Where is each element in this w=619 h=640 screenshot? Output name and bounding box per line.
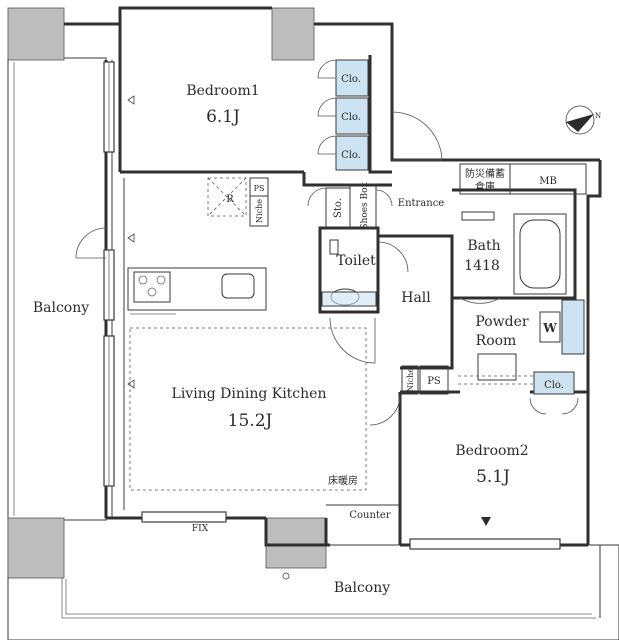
kitchen	[127, 267, 267, 315]
toilet-label: Toilet	[336, 253, 376, 269]
floor-heating-area	[129, 327, 367, 491]
mb-label: MB	[539, 176, 557, 187]
powder-label-line2: Room	[476, 333, 517, 349]
balcony-bottom	[7, 520, 619, 640]
closet-label-1: Clo.	[341, 74, 361, 85]
bathtub	[461, 211, 567, 295]
niche-box-2	[401, 365, 419, 395]
niche-label-2: Niche	[406, 368, 415, 392]
ldk-size: 15.2J	[228, 411, 273, 431]
storage-label: Sto.	[333, 198, 344, 218]
r-duct-box	[207, 177, 247, 217]
compass-icon	[565, 105, 595, 135]
ps-label-1: PS	[254, 184, 265, 193]
shoes-box	[349, 183, 377, 229]
powder-fixtures	[458, 299, 585, 395]
balcony-door-left[interactable]	[75, 227, 107, 259]
mb-box	[509, 163, 587, 195]
ps-box-2	[419, 365, 449, 395]
r-mark-label: R	[226, 194, 234, 205]
ldk-name: Living Dining Kitchen	[172, 386, 327, 402]
ps-label-2: PS	[427, 376, 441, 387]
bath-size-label: 1418	[464, 258, 500, 274]
counter-label: Counter	[349, 510, 390, 521]
balcony-left	[7, 57, 107, 521]
toilet-fixture	[321, 239, 377, 307]
fix-label: FIX	[192, 524, 209, 534]
bousai-label-line1: 防災備蓄	[465, 167, 505, 180]
bath-label: Bath	[467, 238, 500, 254]
floor-heating-label: 床暖房	[328, 474, 358, 487]
bedroom1-size: 6.1J	[206, 107, 240, 127]
pillar-bottom-mid	[265, 517, 327, 569]
hall-door[interactable]	[377, 241, 409, 273]
pillar-top-left	[7, 7, 65, 61]
balcony-left-label: Balcony	[33, 300, 89, 316]
interior-walls	[112, 24, 588, 545]
bedroom2-size: 5.1J	[476, 467, 510, 487]
hall-label: Hall	[401, 290, 431, 306]
entrance-door[interactable]	[391, 111, 443, 161]
pillar-top-right	[271, 7, 315, 61]
pillar-bottom-left	[7, 517, 65, 579]
compass-n-label: N	[595, 112, 601, 120]
shoes-box-label: Shoes Box	[360, 182, 370, 229]
powder-label-line1: Powder	[475, 314, 529, 330]
closet-label-3: Clo.	[341, 150, 361, 161]
closet-label-2: Clo.	[341, 112, 361, 123]
bedroom2-entry-marker	[481, 517, 491, 526]
niche-label-1: Niche	[255, 199, 264, 223]
balcony-bottom-label: Balcony	[334, 580, 390, 596]
bedroom2-name: Bedroom2	[455, 443, 528, 459]
ldk-door[interactable]	[329, 317, 376, 364]
bousai-label-line2: 倉庫	[475, 180, 495, 193]
w-mark-label: W	[542, 321, 557, 335]
windows	[103, 61, 561, 550]
bedroom1-closets	[317, 59, 369, 171]
niche-box-1	[249, 195, 269, 227]
bedroom1-name: Bedroom1	[186, 83, 259, 99]
closet-bed2-label: Clo.	[544, 380, 564, 391]
entrance-label: Entrance	[398, 198, 445, 209]
